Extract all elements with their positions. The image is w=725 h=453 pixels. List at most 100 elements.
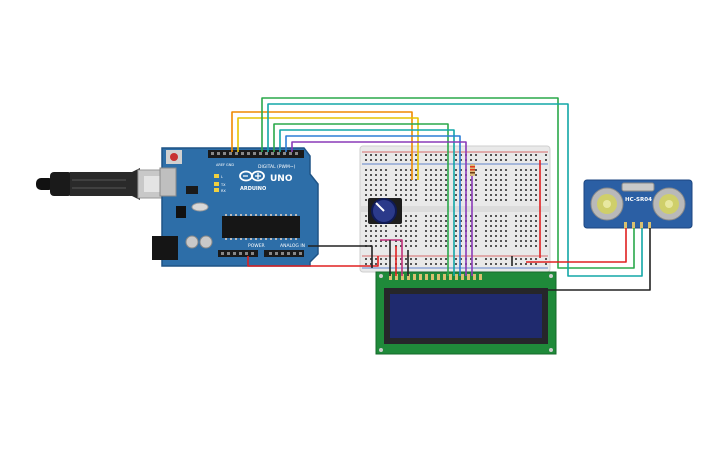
breadboard-hole [440, 258, 442, 260]
breadboard-hole [515, 189, 517, 191]
breadboard-hole [365, 263, 367, 265]
breadboard-hole [435, 240, 437, 242]
sensor-pin [640, 222, 643, 229]
breadboard-hole [515, 235, 517, 237]
breadboard-hole [435, 258, 437, 260]
breadboard-hole [425, 169, 427, 171]
breadboard-hole [455, 194, 457, 196]
breadboard-hole [535, 235, 537, 237]
breadboard-hole [365, 258, 367, 260]
breadboard-hole [400, 194, 402, 196]
breadboard-hole [365, 225, 367, 227]
breadboard-hole [440, 245, 442, 247]
breadboard-hole [470, 230, 472, 232]
breadboard-hole [490, 169, 492, 171]
breadboard-hole [470, 159, 472, 161]
breadboard-hole [475, 169, 477, 171]
breadboard-hole [470, 235, 472, 237]
breadboard-hole [445, 179, 447, 181]
breadboard-hole [485, 215, 487, 217]
rx-led-label: RX [221, 189, 226, 193]
breadboard-hole [415, 189, 417, 191]
breadboard-hole [445, 174, 447, 176]
breadboard-hole [535, 258, 537, 260]
breadboard-hole [445, 230, 447, 232]
breadboard-hole [530, 245, 532, 247]
breadboard-hole [460, 194, 462, 196]
wire-purple-lcd [291, 141, 467, 276]
breadboard-hole [520, 220, 522, 222]
breadboard-hole [380, 174, 382, 176]
breadboard-hole [500, 235, 502, 237]
header-pin [239, 252, 242, 255]
breadboard-hole [525, 194, 527, 196]
header-pin [227, 252, 230, 255]
breadboard-hole [430, 225, 432, 227]
breadboard-hole [535, 179, 537, 181]
breadboard-hole [495, 240, 497, 242]
breadboard-hole [435, 215, 437, 217]
breadboard-hole [425, 230, 427, 232]
breadboard-hole [460, 225, 462, 227]
header-pin [299, 252, 302, 255]
breadboard-hole [515, 240, 517, 242]
breadboard-hole [370, 169, 372, 171]
breadboard-hole [435, 174, 437, 176]
breadboard-hole [395, 240, 397, 242]
breadboard-hole [475, 240, 477, 242]
usb-cable-body [70, 168, 140, 200]
breadboard-hole [405, 235, 407, 237]
regulator [176, 206, 186, 218]
breadboard-hole [380, 245, 382, 247]
breadboard-hole [475, 194, 477, 196]
breadboard-hole [455, 235, 457, 237]
breadboard-hole [505, 240, 507, 242]
breadboard-hole [440, 263, 442, 265]
sensor-pin [624, 222, 627, 229]
lcd-pin [443, 274, 446, 280]
breadboard-hole [545, 159, 547, 161]
breadboard-hole [500, 174, 502, 176]
breadboard-hole [445, 184, 447, 186]
breadboard-hole [365, 169, 367, 171]
wires [231, 97, 651, 291]
breadboard-hole [440, 225, 442, 227]
breadboard-hole [470, 215, 472, 217]
breadboard-hole [535, 215, 537, 217]
breadboard-hole [425, 184, 427, 186]
breadboard-hole [455, 240, 457, 242]
breadboard-hole [520, 215, 522, 217]
chip-pin [250, 238, 252, 240]
breadboard-hole [530, 215, 532, 217]
potentiometer-indicator [375, 202, 385, 212]
breadboard-hole [405, 169, 407, 171]
header-pin [221, 252, 224, 255]
sensor-model: HC-SR04 [625, 197, 652, 203]
breadboard-hole [370, 154, 372, 156]
potentiometer [368, 198, 402, 224]
breadboard-hole [530, 199, 532, 201]
breadboard-hole [505, 184, 507, 186]
breadboard-hole [495, 184, 497, 186]
chip-pin [250, 214, 252, 216]
breadboard-hole [490, 240, 492, 242]
power-header [218, 250, 258, 257]
digital-pin [241, 152, 244, 155]
breadboard-hole [530, 225, 532, 227]
breadboard-hole [485, 159, 487, 161]
breadboard-hole [445, 199, 447, 201]
breadboard-hole [525, 215, 527, 217]
breadboard-hole [515, 154, 517, 156]
analog-header-label: ANALOG IN [280, 243, 305, 249]
breadboard-hole [445, 194, 447, 196]
breadboard-hole [530, 169, 532, 171]
lcd-pin [425, 274, 428, 280]
breadboard-hole [475, 225, 477, 227]
arduino-uno-board: DIGITAL (PWM~) AREF GND L TX RX UNO ARDU… [152, 147, 319, 267]
breadboard-hole [485, 154, 487, 156]
breadboard-hole [440, 189, 442, 191]
breadboard-hole [470, 154, 472, 156]
breadboard-hole [530, 220, 532, 222]
breadboard-hole [410, 225, 412, 227]
breadboard-hole [365, 199, 367, 201]
